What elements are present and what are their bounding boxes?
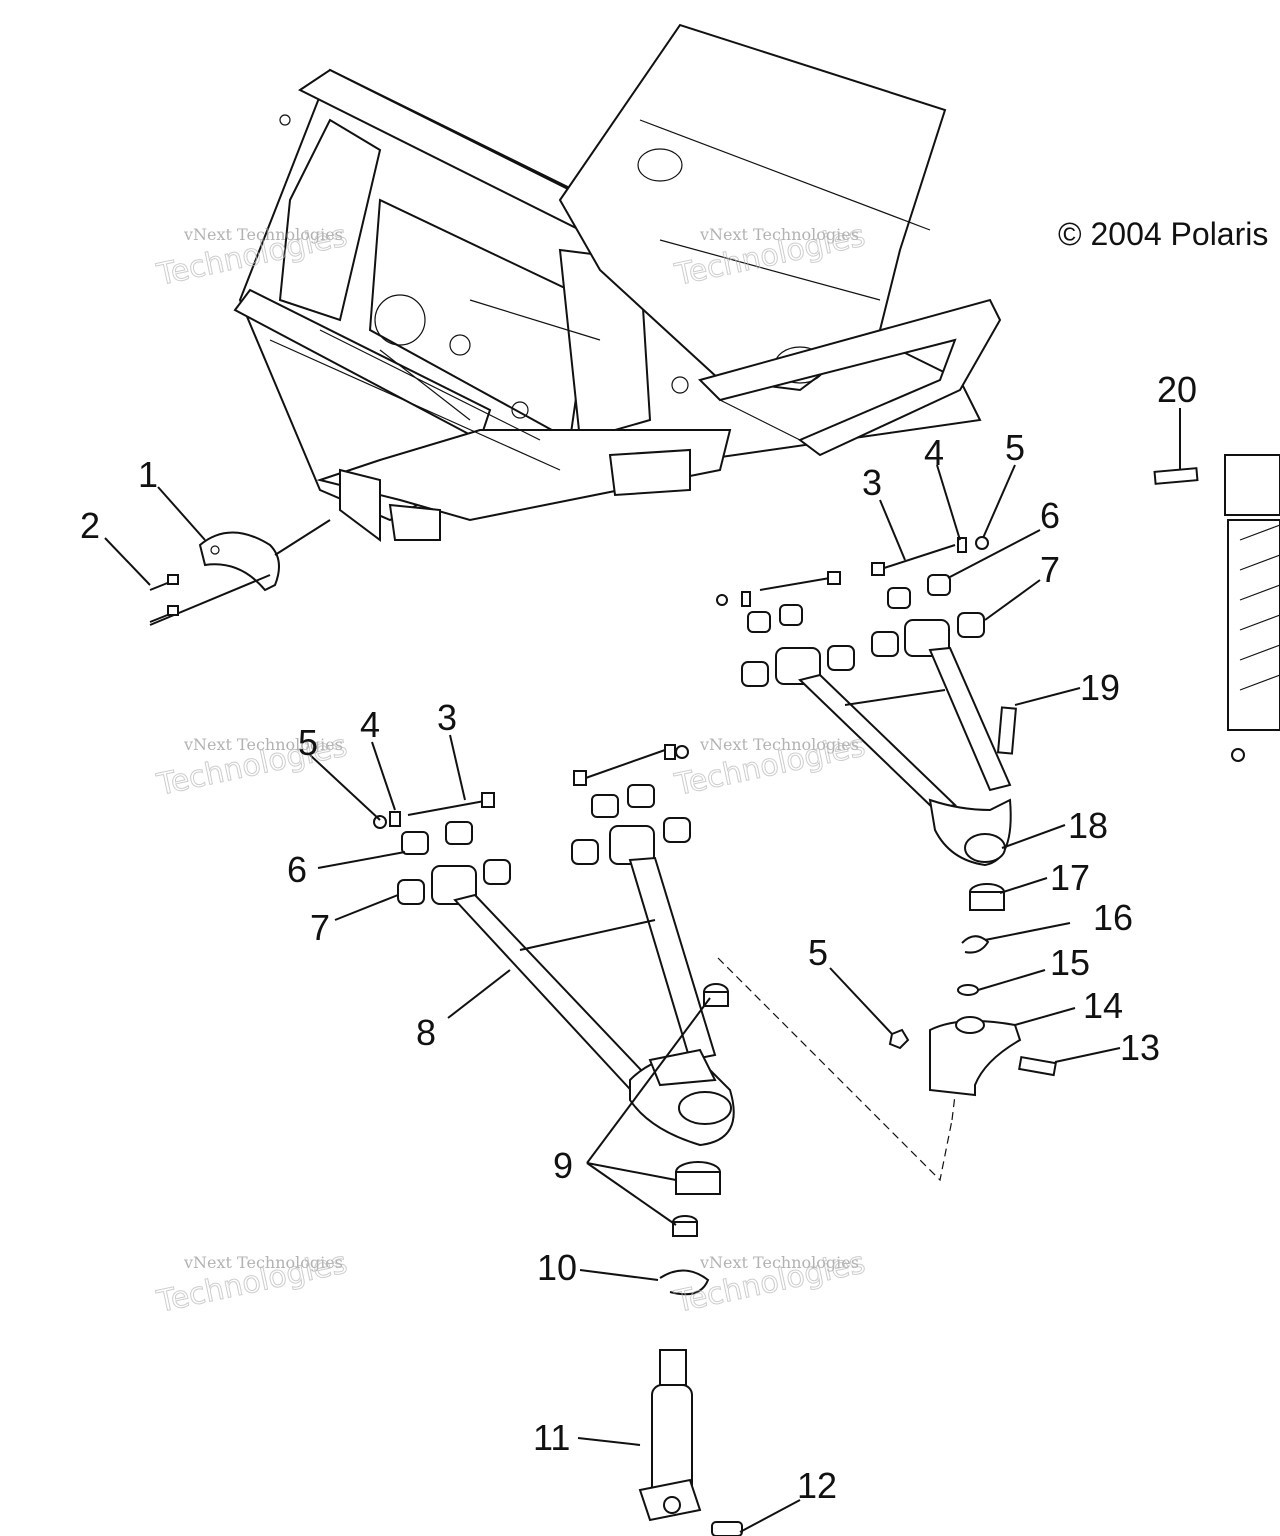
callout-3: 3 <box>437 697 457 738</box>
lower-a-arm <box>373 744 735 1147</box>
callout-12: 12 <box>797 1465 837 1506</box>
tunnel-panel <box>558 23 1002 457</box>
callout-17: 17 <box>1050 857 1090 898</box>
callout-4: 4 <box>360 704 380 745</box>
bolt-12 <box>711 1521 743 1536</box>
bushing-17 <box>969 883 1005 911</box>
snap-ring-10 <box>659 1269 710 1296</box>
callout-6: 6 <box>287 849 307 890</box>
watermark-bl: vNext Technologies Technologies <box>153 1245 351 1321</box>
callout-16: 16 <box>1093 897 1133 938</box>
callout-11: 11 <box>533 1417 570 1458</box>
callout-8: 8 <box>416 1012 436 1053</box>
callout-18: 18 <box>1068 805 1108 846</box>
snap-ring-16 <box>961 935 990 954</box>
callout-13: 13 <box>1120 1027 1160 1068</box>
callout-3: 3 <box>862 462 882 503</box>
spindle-11 <box>638 1349 702 1522</box>
callout-19: 19 <box>1080 667 1120 708</box>
callout-5: 5 <box>298 722 318 763</box>
svg-text:vNext Technologies: vNext Technologies <box>183 225 343 244</box>
nut-5 <box>888 1028 910 1050</box>
bolt-13 <box>1018 1055 1057 1077</box>
assembly-lines <box>717 957 956 1182</box>
steering-arm-14 <box>929 1016 1022 1097</box>
callout-5: 5 <box>1005 427 1025 468</box>
callout-14: 14 <box>1083 985 1123 1026</box>
svg-text:vNext Technologies: vNext Technologies <box>183 735 343 754</box>
watermark-bc: vNext Technologies Technologies <box>671 1245 869 1321</box>
callout-5: 5 <box>808 932 828 973</box>
callout-7: 7 <box>310 907 330 948</box>
svg-text:vNext Technologies: vNext Technologies <box>699 1253 859 1272</box>
bolt-20 <box>1153 467 1199 485</box>
screw-pair <box>149 574 179 623</box>
watermark-mc: vNext Technologies Technologies <box>671 728 869 804</box>
callout-4: 4 <box>924 432 944 473</box>
shock-absorber <box>1224 454 1280 762</box>
svg-text:vNext Technologies: vNext Technologies <box>699 225 859 244</box>
callout-6: 6 <box>1040 495 1060 536</box>
upper-a-arm <box>716 536 1017 867</box>
svg-text:vNext Technologies: vNext Technologies <box>699 735 859 754</box>
callout-20: 20 <box>1157 369 1197 410</box>
callout-9: 9 <box>553 1145 573 1186</box>
callout-7: 7 <box>1040 549 1060 590</box>
watermark-ml: vNext Technologies Technologies <box>153 728 351 804</box>
callout-2: 2 <box>80 505 100 546</box>
chassis-frame <box>233 68 982 542</box>
copyright-notice: © 2004 Polaris <box>1058 216 1268 252</box>
bumper-plate <box>149 519 331 626</box>
leader-lines <box>104 408 1181 1533</box>
callout-10: 10 <box>537 1247 577 1288</box>
svg-text:vNext Technologies: vNext Technologies <box>183 1253 343 1272</box>
callout-15: 15 <box>1050 942 1090 983</box>
bushing-9 <box>672 983 729 1237</box>
callout-1: 1 <box>138 454 158 495</box>
washer-15 <box>957 984 979 996</box>
